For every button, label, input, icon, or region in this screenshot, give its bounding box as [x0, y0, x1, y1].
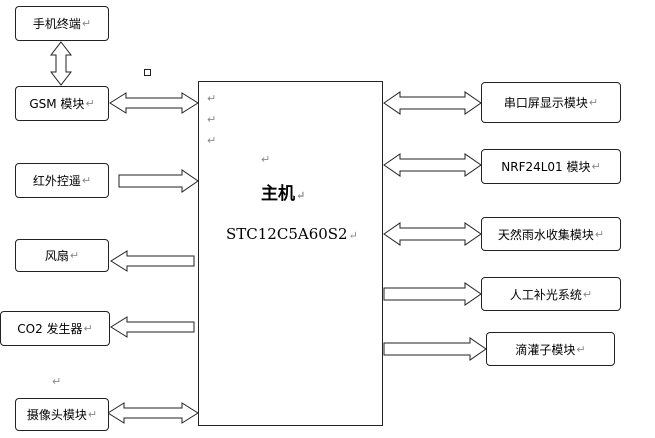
- co2-generator-box: CO2 发生器↵: [0, 311, 110, 346]
- fan-box: 风扇↵: [15, 239, 109, 272]
- main-controller-chip: STC12C5A60S2↵: [226, 225, 358, 243]
- infrared-remote-box: 红外控遥↵: [15, 163, 109, 198]
- stray-return-mark: ↵: [207, 134, 217, 147]
- return-mark: ↵: [348, 229, 358, 242]
- arrow-main-light: [383, 282, 482, 306]
- arrow-gsm-main: [109, 92, 199, 114]
- return-mark: ↵: [81, 17, 92, 30]
- return-mark: ↵: [69, 249, 80, 262]
- serial-screen-label: 串口屏显示模块: [503, 96, 588, 110]
- artificial-light-box: 人工补光系统↵: [481, 277, 621, 311]
- return-mark: ↵: [591, 160, 601, 173]
- serial-screen-box: 串口屏显示模块↵: [481, 82, 621, 123]
- fan-label: 风扇: [44, 249, 69, 263]
- return-mark: ↵: [588, 96, 599, 109]
- return-mark: ↵: [85, 97, 95, 110]
- arrow-camera-main: [107, 402, 199, 424]
- arrow-main-fan: [110, 250, 195, 272]
- drip-irrigation-label: 滴灌子模块: [515, 342, 576, 357]
- phone-terminal-label: 手机终端: [32, 17, 81, 31]
- stray-return-mark: ↵: [261, 153, 271, 166]
- arrow-main-drip: [383, 337, 487, 361]
- phone-terminal-box: 手机终端↵: [15, 6, 109, 41]
- gsm-module-box: GSM 模块↵: [15, 86, 109, 121]
- main-title-text: 主机: [261, 184, 295, 204]
- return-mark: ↵: [83, 322, 93, 335]
- artificial-light-label: 人工补光系统: [509, 287, 582, 302]
- arrow-main-co2: [110, 316, 195, 338]
- arrow-main-serial: [383, 91, 482, 115]
- return-mark: ↵: [576, 342, 586, 356]
- arrow-main-nrf: [383, 153, 482, 177]
- nrf-module-box: NRF24L01 模块↵: [481, 149, 621, 184]
- return-mark: ↵: [81, 174, 92, 187]
- arrow-phone-gsm: [49, 41, 73, 86]
- rain-collection-box: 天然雨水收集模块↵: [481, 217, 621, 251]
- return-mark: ↵: [296, 189, 306, 202]
- main-controller-box: ↵ ↵ ↵ ↵ 主机↵ STC12C5A60S2↵: [198, 81, 383, 426]
- arrow-infrared-main: [118, 169, 199, 193]
- small-square-marker: [144, 69, 151, 76]
- stray-return-mark: ↵: [52, 375, 62, 388]
- camera-module-label: 摄像头模块: [26, 408, 87, 422]
- infrared-remote-label: 红外控遥: [32, 174, 81, 188]
- drip-irrigation-box: 滴灌子模块↵: [486, 332, 615, 366]
- return-mark: ↵: [582, 287, 593, 301]
- nrf-module-label: NRF24L01 模块: [501, 160, 591, 174]
- stray-return-mark: ↵: [207, 92, 217, 105]
- gsm-module-label: GSM 模块: [29, 97, 85, 111]
- arrow-main-rain: [383, 222, 482, 246]
- main-controller-title: 主机↵: [261, 179, 305, 204]
- co2-generator-label: CO2 发生器: [17, 322, 83, 336]
- return-mark: ↵: [594, 227, 605, 241]
- rain-collection-label: 天然雨水收集模块: [497, 227, 594, 242]
- return-mark: ↵: [87, 408, 98, 421]
- camera-module-box: 摄像头模块↵: [15, 398, 109, 431]
- stray-return-mark: ↵: [207, 113, 217, 126]
- main-chip-text: STC12C5A60S2: [226, 225, 348, 243]
